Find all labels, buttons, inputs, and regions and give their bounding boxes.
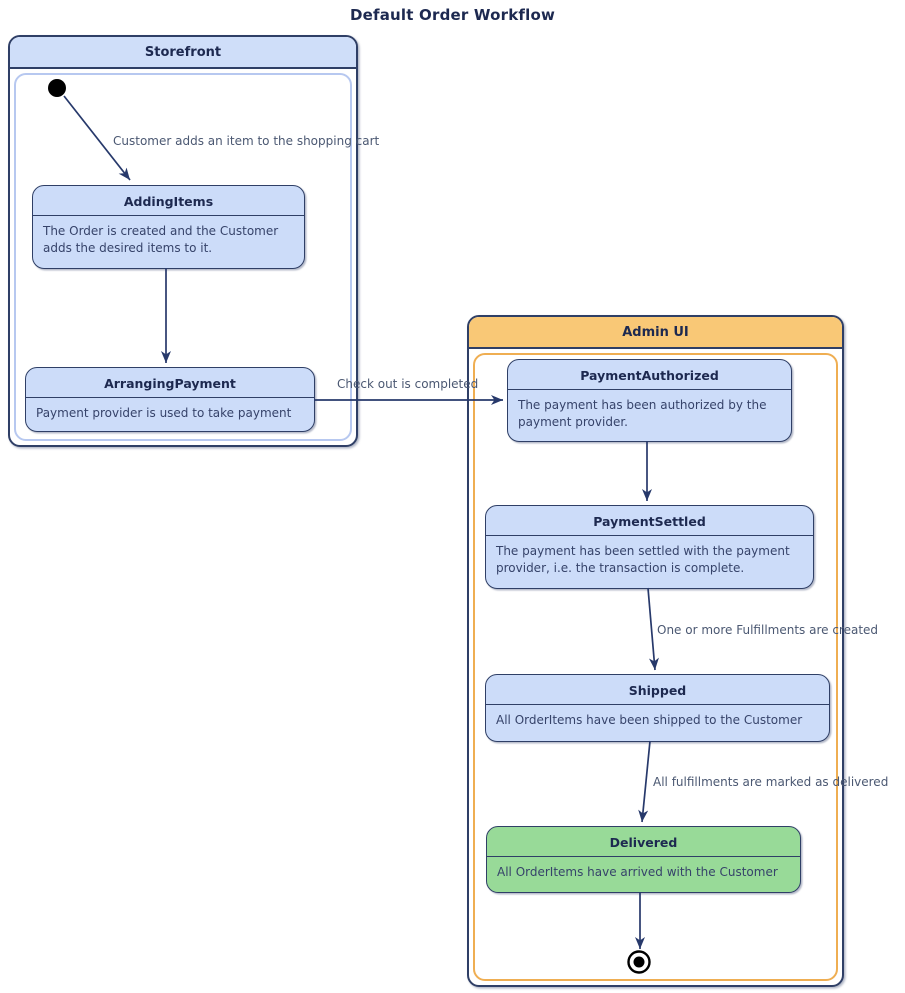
state-arranging-payment-description: Payment provider is used to take payment xyxy=(36,406,292,420)
state-payment-authorized-description: The payment has been authorized by the p… xyxy=(518,398,767,430)
state-payment-settled-description: The payment has been settled with the pa… xyxy=(496,544,790,576)
state-arranging-payment: ArrangingPayment Payment provider is use… xyxy=(25,367,315,432)
state-delivered-name: Delivered xyxy=(487,827,800,857)
state-shipped-description: All OrderItems have been shipped to the … xyxy=(496,713,803,727)
transition-label-arranging-payment-to-payment-authorized: Check out is completed xyxy=(337,377,479,391)
state-adding-items-name: AddingItems xyxy=(33,186,304,216)
state-shipped: Shipped All OrderItems have been shipped… xyxy=(485,674,830,742)
diagram-title: Default Order Workflow xyxy=(349,6,556,24)
state-payment-settled-name: PaymentSettled xyxy=(486,506,813,536)
state-delivered: Delivered All OrderItems have arrived wi… xyxy=(486,826,801,893)
state-payment-authorized: PaymentAuthorized The payment has been a… xyxy=(507,359,792,442)
state-arranging-payment-name: ArrangingPayment xyxy=(26,368,314,398)
container-admin-ui-title: Admin UI xyxy=(622,324,689,340)
state-adding-items-description: The Order is created and the Customer ad… xyxy=(43,224,279,256)
transition-label-shipped-to-delivered: All fulfillments are marked as delivered xyxy=(653,775,889,789)
transition-label-payment-settled-to-shipped: One or more Fulfillments are created xyxy=(657,623,879,637)
state-adding-items: AddingItems The Order is created and the… xyxy=(32,185,305,269)
container-storefront-header: Storefront xyxy=(10,37,356,69)
container-admin-ui: Admin UI PaymentAuthorized The payment h… xyxy=(467,315,844,987)
state-delivered-description: All OrderItems have arrived with the Cus… xyxy=(497,865,778,879)
state-payment-authorized-name: PaymentAuthorized xyxy=(508,360,791,390)
transition-label-initial-to-adding-items: Customer adds an item to the shopping ca… xyxy=(113,134,380,148)
container-storefront: Storefront AddingItems The Order is crea… xyxy=(8,35,358,447)
state-shipped-name: Shipped xyxy=(486,675,829,705)
container-storefront-title: Storefront xyxy=(144,44,222,60)
container-admin-ui-header: Admin UI xyxy=(469,317,842,349)
state-payment-settled: PaymentSettled The payment has been sett… xyxy=(485,505,814,589)
